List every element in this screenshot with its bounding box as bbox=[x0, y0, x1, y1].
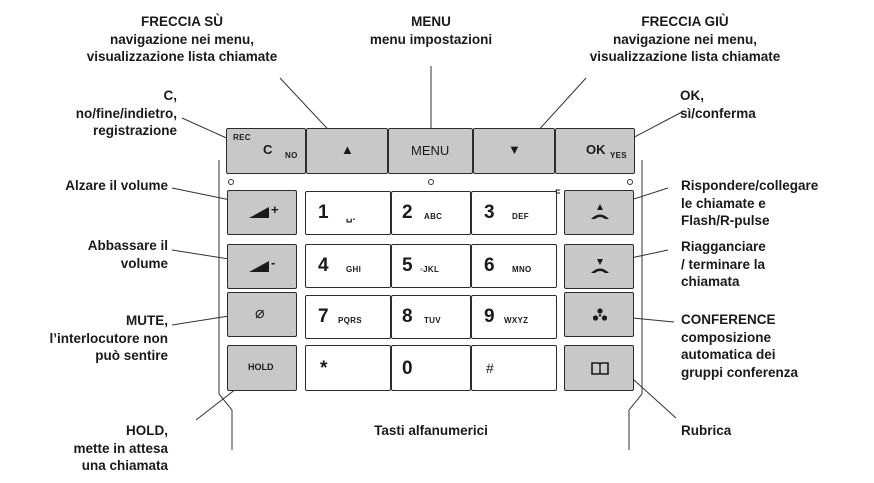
key-0[interactable]: 0 bbox=[391, 345, 471, 391]
letters-label: WXYZ bbox=[504, 316, 529, 325]
key-star[interactable]: * bbox=[305, 345, 391, 391]
callout-rubrica: Rubrica bbox=[681, 423, 732, 438]
key-hash[interactable]: # bbox=[471, 345, 557, 391]
key-ok[interactable]: OK YES bbox=[555, 128, 635, 174]
minus-sign: - bbox=[271, 255, 276, 270]
digit-label: 5 bbox=[402, 255, 413, 276]
yes-label: YES bbox=[610, 151, 627, 160]
no-label: NO bbox=[285, 151, 298, 160]
key-4[interactable]: 4 GHI bbox=[305, 244, 391, 288]
letters-label: ▫JKL bbox=[420, 265, 440, 274]
letters-label: ABC bbox=[424, 212, 443, 221]
conference-icon bbox=[592, 308, 608, 321]
digit-label: 4 bbox=[318, 255, 329, 276]
letters-label: TUV bbox=[424, 316, 441, 325]
keypad-frame-left bbox=[218, 160, 233, 450]
callout-ok: OK, sì/conferma bbox=[680, 88, 756, 121]
digit-label: 7 bbox=[318, 306, 329, 327]
key-6[interactable]: 6 MNO bbox=[471, 244, 557, 288]
callout-freccia-giu: FRECCIA GIÙ navigazione nei menu, visual… bbox=[589, 14, 781, 64]
key-volume-up[interactable]: + bbox=[227, 190, 297, 235]
key-2[interactable]: 2 ABC bbox=[391, 191, 471, 235]
callout-vol-down: Abbassare il volume bbox=[87, 238, 168, 271]
letters-label: PQRS bbox=[338, 316, 362, 325]
keypad-frame-right bbox=[628, 160, 643, 450]
digit-label: * bbox=[320, 358, 328, 379]
letters-label: ␣. bbox=[346, 212, 356, 223]
digit-label: 1 bbox=[318, 202, 329, 223]
key-arrow-up[interactable]: ▲ bbox=[306, 128, 388, 174]
digit-label: 3 bbox=[484, 202, 495, 223]
key-3[interactable]: 3 DEF bbox=[471, 191, 557, 235]
c-label: C bbox=[263, 142, 273, 157]
flash-label: F bbox=[555, 188, 561, 198]
key-5[interactable]: 5 ▫JKL bbox=[391, 244, 471, 288]
mute-icon: ⌀ bbox=[255, 305, 265, 322]
callout-vol-up: Alzare il volume bbox=[65, 178, 168, 193]
callout-c: C, no/fine/indietro, registrazione bbox=[75, 88, 177, 138]
callout-conference: CONFERENCE composizione automatica dei g… bbox=[681, 312, 799, 380]
ok-label: OK bbox=[586, 142, 606, 157]
book-icon bbox=[591, 362, 609, 375]
key-answer[interactable]: F bbox=[555, 188, 634, 235]
key-1[interactable]: 1 ␣. bbox=[305, 191, 391, 235]
indicator-dot-left bbox=[228, 179, 234, 185]
indicator-dot-right bbox=[627, 179, 633, 185]
indicator-dot-center bbox=[428, 179, 434, 185]
key-hold[interactable]: HOLD bbox=[227, 345, 297, 391]
callout-hold: HOLD, mette in attesa una chiamata bbox=[73, 423, 168, 473]
callout-hangup: Riagganciare / terminare la chiamata bbox=[681, 239, 766, 289]
callout-answer: Rispondere/collegare le chiamate e Flash… bbox=[681, 178, 819, 228]
handset-up-icon bbox=[591, 204, 609, 219]
handset-down-icon bbox=[591, 259, 609, 273]
digit-label: 8 bbox=[402, 306, 413, 327]
digit-label: 2 bbox=[402, 202, 413, 223]
key-hangup[interactable] bbox=[564, 244, 634, 289]
digit-label: # bbox=[486, 360, 494, 376]
key-volume-down[interactable]: - bbox=[227, 244, 297, 289]
letters-label: DEF bbox=[512, 212, 529, 221]
up-arrow-icon: ▲ bbox=[341, 142, 354, 157]
digit-label: 6 bbox=[484, 255, 495, 276]
callout-menu: MENU menu impostazioni bbox=[369, 14, 493, 47]
key-c[interactable]: REC C NO bbox=[226, 128, 306, 174]
callout-alnum: Tasti alfanumerici bbox=[374, 423, 488, 438]
menu-label: MENU bbox=[411, 143, 450, 158]
key-phonebook[interactable] bbox=[564, 345, 634, 391]
digit-label: 0 bbox=[402, 358, 413, 379]
letters-label: MNO bbox=[512, 265, 532, 274]
key-conference[interactable] bbox=[564, 292, 634, 337]
key-9[interactable]: 9 WXYZ bbox=[471, 295, 557, 339]
key-mute[interactable]: ⌀ bbox=[227, 292, 297, 337]
down-arrow-icon: ▼ bbox=[508, 142, 521, 157]
callout-mute: MUTE, l’interlocutore non può sentire bbox=[49, 313, 168, 363]
key-arrow-down[interactable]: ▼ bbox=[473, 128, 555, 174]
digit-label: 9 bbox=[484, 306, 495, 327]
key-7[interactable]: 7 PQRS bbox=[305, 295, 391, 339]
volume-down-icon bbox=[249, 261, 269, 272]
rec-label: REC bbox=[233, 133, 251, 142]
callout-freccia-su: FRECCIA SÙ navigazione nei menu, visuali… bbox=[86, 14, 278, 64]
volume-up-icon bbox=[249, 207, 269, 218]
plus-sign: + bbox=[271, 202, 279, 217]
key-8[interactable]: 8 TUV bbox=[391, 295, 471, 339]
key-menu[interactable]: MENU bbox=[388, 128, 473, 174]
hold-label: HOLD bbox=[248, 362, 274, 372]
letters-label: GHI bbox=[346, 265, 362, 274]
